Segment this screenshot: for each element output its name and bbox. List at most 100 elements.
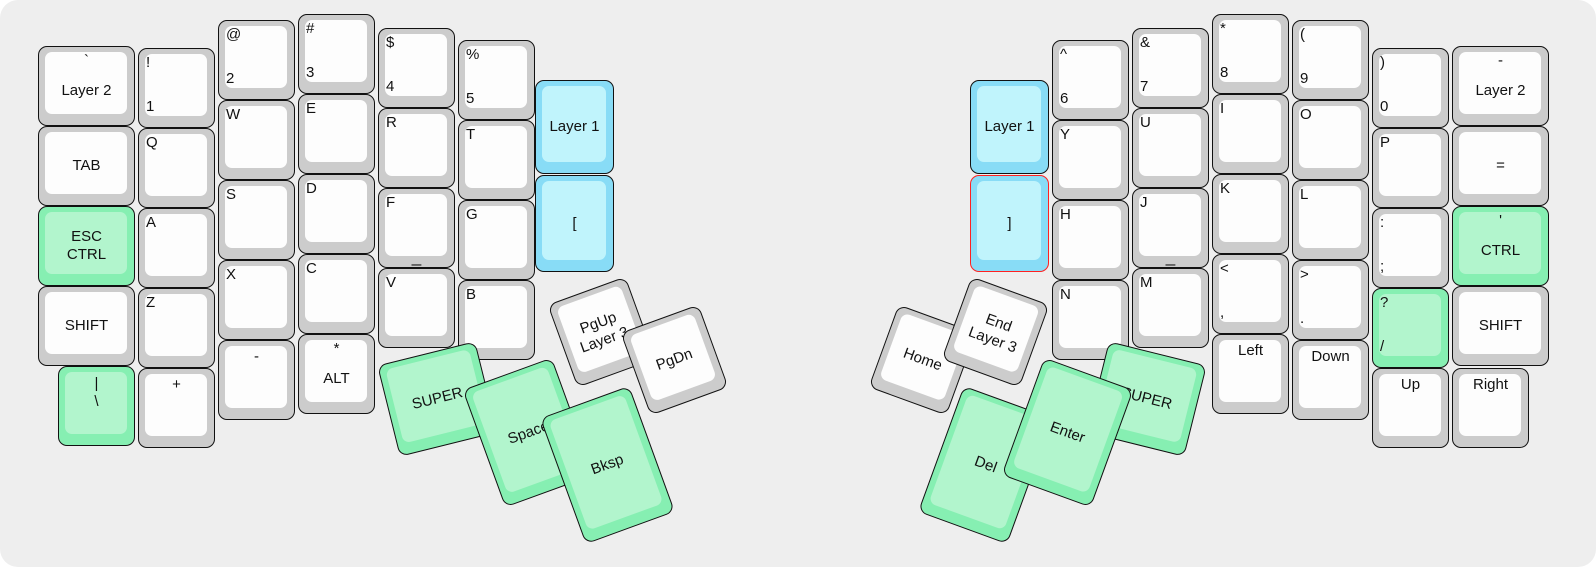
key-r-c1-r2[interactable]: = [1452,126,1549,206]
key-legends: Layer 1 [536,81,613,173]
key-r-c6-r1[interactable]: ^6 [1052,40,1129,120]
key-r-c3-r5[interactable]: Down [1292,340,1369,420]
key-l-c4-r1[interactable]: #3 [298,14,375,94]
key-legends: (9 [1293,21,1368,99]
key-r-c5-r1[interactable]: &7 [1132,28,1209,108]
key-r-c2-r2[interactable]: P [1372,128,1449,208]
key-r-c5-r2[interactable]: U [1132,108,1209,188]
keycap-surface [977,181,1041,260]
key-r-c7-r2[interactable]: ] [970,175,1049,272]
key-r-c4-r4[interactable]: <, [1212,254,1289,334]
key-l-c2-r3[interactable]: A [138,208,215,288]
key-legend-primary: U [1140,114,1151,131]
key-l-c1-r5[interactable]: |\ [58,366,135,446]
key-l-c2-r1[interactable]: !1 [138,48,215,128]
key-r-c2-r1[interactable]: )0 [1372,48,1449,128]
key-l-c5-r3[interactable]: F_ [378,188,455,268]
key-l-c3-r1[interactable]: @2 [218,20,295,100]
key-l-c2-r2[interactable]: Q [138,128,215,208]
key-l-c1-r1[interactable]: `Layer 2 [38,46,135,126]
key-l-c7-r1[interactable]: Layer 1 [535,80,614,174]
keycap-surface [1299,186,1361,248]
key-legend-primary: W [226,106,241,123]
key-r-c1-r3[interactable]: 'CTRL [1452,206,1549,286]
key-l-c5-r4[interactable]: V [378,268,455,348]
key-l-c4-r2[interactable]: E [298,94,375,174]
key-l-c4-r3[interactable]: D [298,174,375,254]
key-legends: SHIFT [39,287,134,365]
key-r-c6-r2[interactable]: Y [1052,120,1129,200]
key-legends: + [139,369,214,447]
keycap-surface [1059,46,1121,108]
key-r-c5-r3[interactable]: J_ [1132,188,1209,268]
key-r-c4-r3[interactable]: K [1212,174,1289,254]
keycap-surface [465,46,527,108]
key-legend-primary: R [386,114,397,131]
key-legend-shifted: & [1140,34,1151,51]
key-l-c4-r4[interactable]: C [298,254,375,334]
key-r-c1-r1[interactable]: -Layer 2 [1452,46,1549,126]
key-legend-shifted: @ [226,26,242,43]
key-l-c6-r2[interactable]: T [458,120,535,200]
key-legend-primary: B [466,286,477,303]
key-r-c1-r4[interactable]: SHIFT [1452,286,1549,366]
keycap-surface [1219,180,1281,242]
key-l-c5-r2[interactable]: R [378,108,455,188]
key-legend-shifted: : [1380,214,1385,231]
key-l-c3-r5[interactable]: - [218,340,295,420]
key-l-c3-r3[interactable]: S [218,180,295,260]
key-legend-primary: D [306,180,317,197]
key-legends: [ [536,176,613,271]
key-legends: $4 [379,29,454,107]
key-legend-primary: S [226,186,237,203]
keycap-surface [465,286,527,348]
keycap-surface [305,340,367,402]
key-legends: -Layer 2 [1453,47,1548,125]
key-legend-primary: J [1140,194,1148,211]
key-legend-primary: - [254,348,259,365]
key-r-c4-r5[interactable]: Left [1212,334,1289,414]
key-legend-primary: O [1300,106,1312,123]
key-l-c2-r4[interactable]: Z [138,288,215,368]
key-r-c3-r4[interactable]: >. [1292,260,1369,340]
key-legend-primary: 6 [1060,90,1069,108]
key-legend-primary: 7 [1140,78,1149,96]
key-r-c4-r1[interactable]: *8 [1212,14,1289,94]
keycap-surface [385,34,447,96]
key-legend-primary: 8 [1220,64,1229,82]
key-l-c6-r3[interactable]: G [458,200,535,280]
key-l-c3-r2[interactable]: W [218,100,295,180]
key-l-c6-r1[interactable]: %5 [458,40,535,120]
key-r-c2-r3[interactable]: :; [1372,208,1449,288]
key-r-c2-r4[interactable]: ?/ [1372,288,1449,368]
key-r-c7-r1[interactable]: Layer 1 [970,80,1049,174]
key-l-c3-r4[interactable]: X [218,260,295,340]
key-r-c4-r2[interactable]: I [1212,94,1289,174]
key-legend-shifted: ( [1300,26,1305,43]
keycap-surface [977,86,1041,162]
key-r-c2-r5[interactable]: Up [1372,368,1449,448]
key-legends: *ALT [299,335,374,413]
key-r-c5-r4[interactable]: M [1132,268,1209,348]
keycap-surface [1379,214,1441,276]
key-l-c4-r5[interactable]: *ALT [298,334,375,414]
key-l-c5-r1[interactable]: $4 [378,28,455,108]
key-legends: Down [1293,341,1368,419]
key-r-c1-r5[interactable]: Right [1452,368,1529,448]
key-l-c7-r2[interactable]: [ [535,175,614,272]
key-r-c3-r3[interactable]: L [1292,180,1369,260]
key-l-c1-r4[interactable]: SHIFT [38,286,135,366]
key-r-c6-r3[interactable]: H [1052,200,1129,280]
key-legends: A [139,209,214,287]
key-legends: S [219,181,294,259]
key-l-c1-r2[interactable]: TAB [38,126,135,206]
keycap-surface [45,52,127,114]
key-r-c3-r1[interactable]: (9 [1292,20,1369,100]
key-l-c2-r5[interactable]: + [138,368,215,448]
key-legends: T [459,121,534,199]
key-legend-primary: Layer 1 [984,118,1035,136]
key-legend-primary: 9 [1300,70,1309,88]
key-r-c3-r2[interactable]: O [1292,100,1369,180]
key-legend-primary: PgDn [653,345,695,375]
